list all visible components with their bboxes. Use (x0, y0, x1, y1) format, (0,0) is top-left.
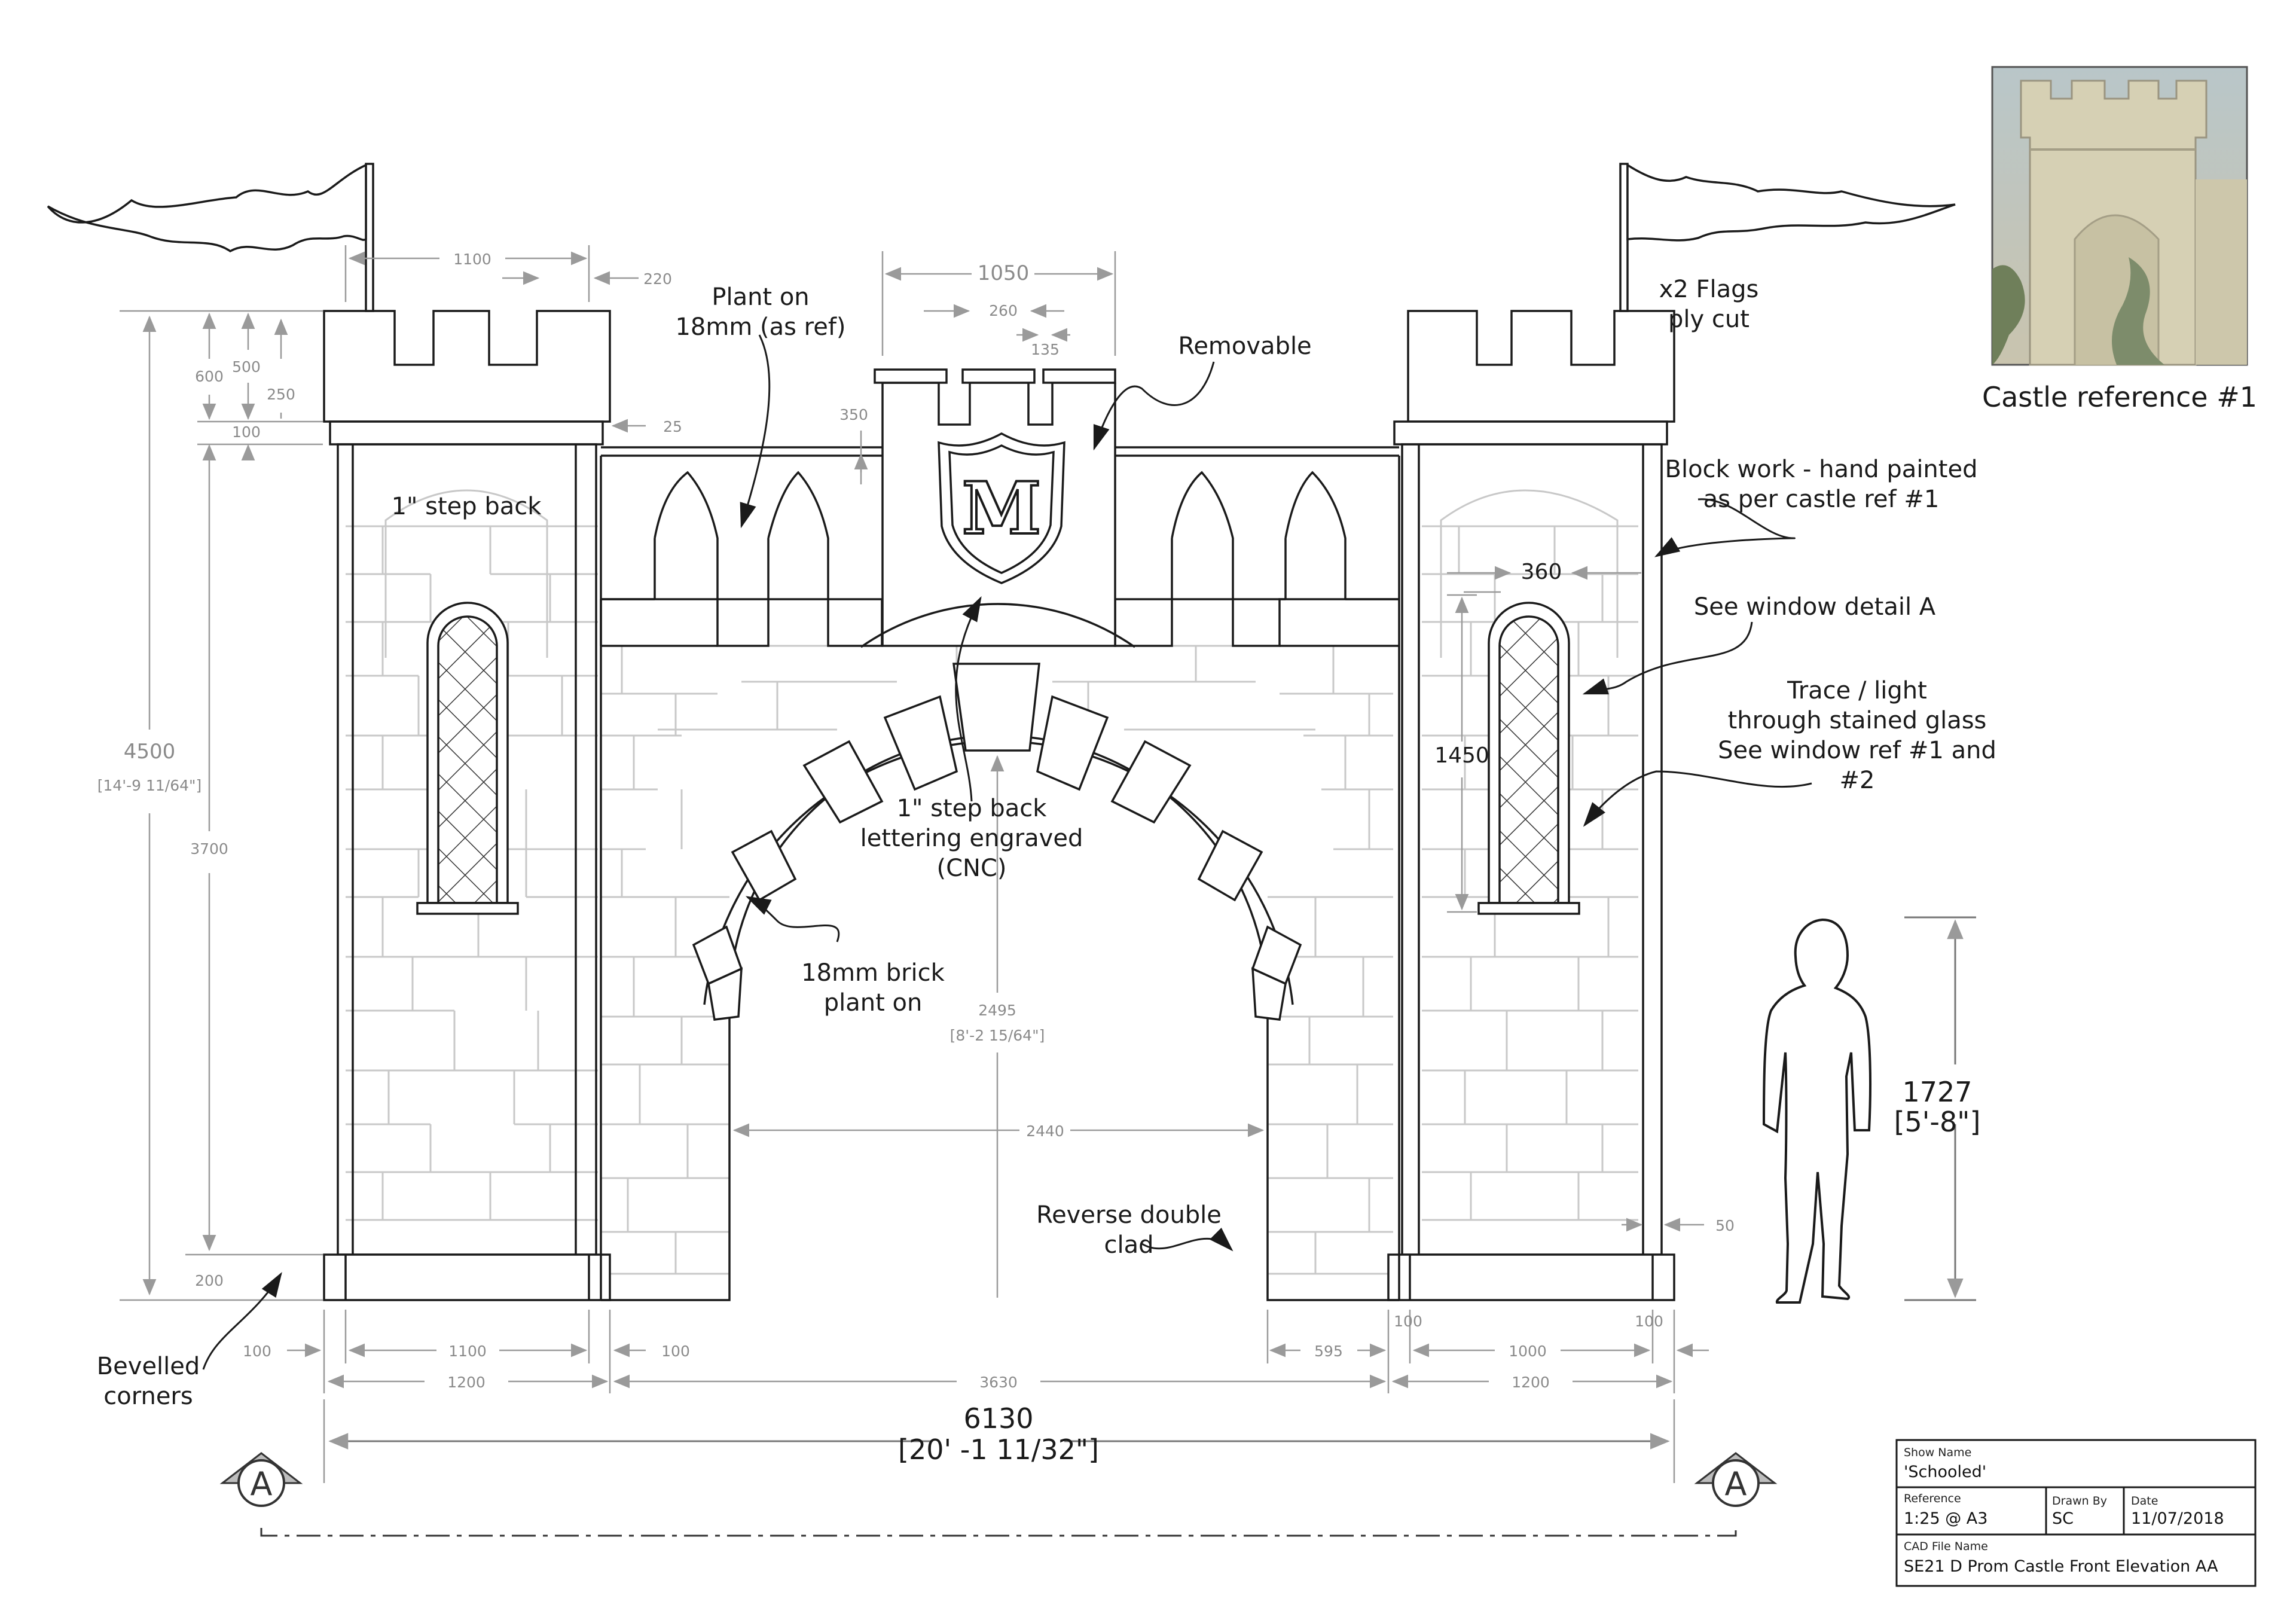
dim-500: 500 (232, 358, 261, 376)
dim-360: 360 (1521, 560, 1562, 584)
dim-200: 200 (195, 1272, 224, 1289)
right-tower-cap-band (1393, 420, 1668, 446)
dim-bottom-1100: 1100 (448, 1343, 487, 1360)
tb-reference-label: Reference (1904, 1492, 1961, 1505)
title-block (1895, 1439, 2257, 1587)
dim-6130-imperial: [20' -1 11/32"] (898, 1433, 1099, 1466)
dim-bottom-3630: 3630 (979, 1374, 1018, 1391)
central-archway (728, 734, 1269, 1124)
tb-drawn-by-label: Drawn By (2052, 1494, 2107, 1508)
dim-260: 260 (989, 302, 1018, 319)
dim-bottom-100-c: 100 (1394, 1313, 1422, 1330)
dim-bottom-595: 595 (1314, 1343, 1343, 1360)
label-trace-line2: through stained glass (1728, 707, 1987, 734)
dim-6130: 6130 (963, 1402, 1033, 1435)
section-marker-right: A (1694, 1452, 1778, 1507)
label-reverse-line1: Reverse double (1036, 1201, 1222, 1229)
dim-bottom-100-b: 100 (661, 1343, 690, 1360)
left-tower-battlements (323, 310, 611, 423)
dim-600: 600 (195, 368, 224, 385)
dim-1727-imperial: [5'-8"] (1894, 1106, 1981, 1138)
right-tower-battlements (1407, 310, 1675, 423)
dim-100-left: 100 (232, 423, 261, 441)
dim-bottom-1000: 1000 (1509, 1343, 1547, 1360)
label-plant-on-line2: 18mm (as ref) (675, 313, 845, 341)
label-removable: Removable (1178, 332, 1311, 360)
reference-caption: Castle reference #1 (1982, 381, 2257, 413)
dim-3700: 3700 (190, 840, 228, 858)
label-lettering-line3: (CNC) (937, 855, 1007, 882)
arch-voussoirs (692, 663, 1302, 1021)
annotation-leaders (202, 334, 1812, 1370)
section-marker-left: A (219, 1452, 303, 1507)
annotation-text: Plant on 18mm (as ref) Removable x2 Flag… (97, 276, 1996, 1410)
label-plant-on-line1: Plant on (712, 283, 809, 311)
tower-step-back-arches (384, 489, 1619, 658)
tb-show-name: 'Schooled' (1904, 1463, 1986, 1481)
section-marker-right-letter: A (1725, 1465, 1747, 1503)
dim-50: 50 (1715, 1217, 1735, 1234)
label-brick-line1: 18mm brick (801, 959, 945, 987)
crest-shield: M (938, 432, 1065, 584)
label-trace-line1: Trace / light (1787, 677, 1927, 704)
dim-25: 25 (663, 418, 682, 435)
tb-cad-file: SE21 D Prom Castle Front Elevation AA (1904, 1557, 2218, 1576)
dim-4500: 4500 (124, 740, 176, 764)
label-reverse-line2: clad (1104, 1231, 1153, 1259)
dimension-lines (120, 245, 1709, 1483)
label-trace-line3: See window ref #1 and (1718, 737, 1996, 764)
label-lettering-line1: 1" step back (897, 795, 1048, 822)
dim-1727: 1727 (1902, 1076, 1972, 1108)
dimension-text: 1100 220 1050 260 135 600 500 250 100 25… (97, 251, 1981, 1466)
tb-show-name-label: Show Name (1904, 1446, 1971, 1459)
tb-reference: 1:25 @ A3 (1904, 1509, 1987, 1528)
label-window-detail: See window detail A (1694, 593, 1936, 621)
label-flags-line2: ply cut (1668, 306, 1750, 333)
label-step-back-tower: 1" step back (392, 493, 542, 520)
dim-250: 250 (267, 386, 295, 403)
dim-2495-imperial: [8'-2 15/64"] (950, 1027, 1045, 1044)
tb-drawn-by: SC (2052, 1509, 2074, 1528)
crest-letter: M (962, 466, 1042, 551)
dim-220: 220 (643, 270, 672, 288)
label-trace-line4: #2 (1840, 767, 1875, 794)
castle-reference-photo (1991, 66, 2248, 366)
dim-1050: 1050 (978, 261, 1030, 285)
dim-bottom-1200-b: 1200 (1512, 1374, 1550, 1391)
dim-bottom-100-a: 100 (243, 1343, 271, 1360)
dim-bottom-1200-a: 1200 (447, 1374, 486, 1391)
label-bevelled-line1: Bevelled (97, 1353, 200, 1380)
tb-cad-label: CAD File Name (1904, 1540, 1988, 1553)
label-flags-line1: x2 Flags (1659, 276, 1759, 303)
left-tower-plinth (323, 1253, 611, 1301)
label-blockwork-line1: Block work - hand painted (1665, 456, 1978, 483)
dim-bottom-100-d: 100 (1635, 1313, 1663, 1330)
label-blockwork-line2: as per castle ref #1 (1703, 486, 1940, 513)
dim-4500-imperial: [14'-9 11/64"] (97, 777, 202, 794)
tb-date-label: Date (2131, 1494, 2158, 1508)
human-scale-figure (1762, 918, 1871, 1304)
dim-1450: 1450 (1434, 743, 1489, 768)
overall-dimension-lines (328, 916, 1976, 1450)
dim-135: 135 (1031, 341, 1060, 358)
label-lettering-line2: lettering engraved (860, 825, 1083, 852)
section-marker-left-letter: A (251, 1465, 273, 1503)
tb-date: 11/07/2018 (2131, 1509, 2224, 1528)
dim-350: 350 (839, 406, 868, 423)
dim-2440: 2440 (1026, 1122, 1064, 1140)
left-tower-cap-band (329, 420, 604, 446)
section-line (260, 1528, 1737, 1537)
label-bevelled-line2: corners (103, 1383, 193, 1410)
left-flag (47, 163, 374, 312)
label-brick-line2: plant on (824, 989, 923, 1017)
right-flag (1619, 163, 1956, 312)
dim-2495: 2495 (978, 1002, 1016, 1019)
right-tower-plinth (1387, 1253, 1675, 1301)
right-window (1477, 602, 1580, 915)
dim-1100-top: 1100 (453, 251, 491, 268)
left-window (416, 602, 519, 915)
title-block-text: Show Name 'Schooled' Reference 1:25 @ A3… (1904, 1446, 2224, 1576)
